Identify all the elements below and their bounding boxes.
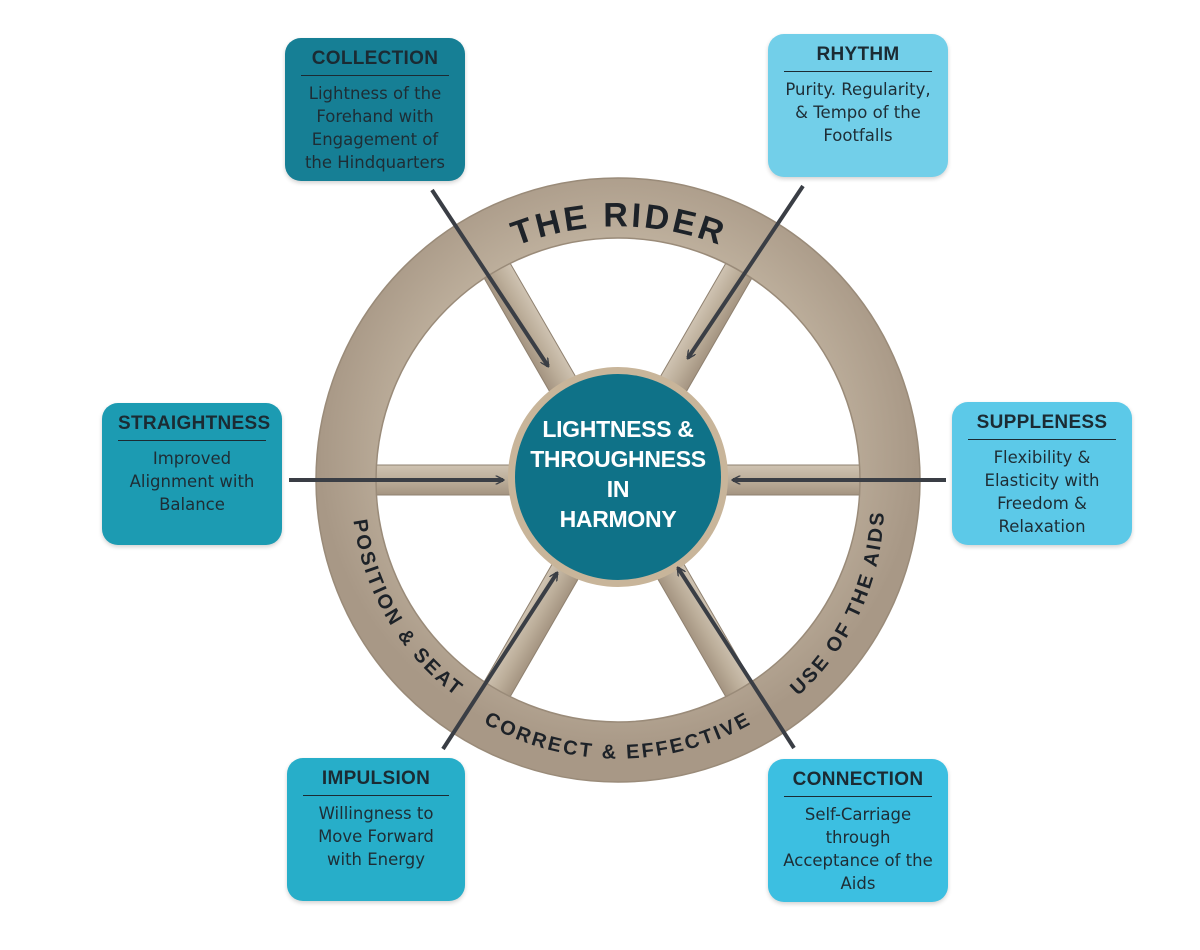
- box-description: Improved Alignment with Balance: [114, 447, 270, 516]
- box-description: Self-Carriage through Acceptance of the …: [780, 803, 936, 895]
- box-description: Willingness to Move Forward with Energy: [299, 802, 453, 871]
- desc-line: Purity. Regularity,: [785, 80, 931, 99]
- box-description: Lightness of the Forehand with Engagemen…: [297, 82, 453, 174]
- desc-line: with Energy: [326, 850, 426, 869]
- box-title: COLLECTION: [301, 48, 449, 76]
- desc-line: Relaxation: [998, 517, 1086, 536]
- box-title: RHYTHM: [784, 44, 932, 72]
- box-title: SUPPLENESS: [968, 412, 1116, 440]
- hub-line: LIGHTNESS &: [542, 416, 694, 442]
- hub-line: THROUGHNESS: [530, 446, 706, 472]
- box-suppleness: SUPPLENESS Flexibility & Elasticity with…: [952, 402, 1132, 545]
- hub-label: LIGHTNESS & THROUGHNESS IN HARMONY: [508, 414, 728, 534]
- desc-line: Aids: [840, 874, 876, 893]
- desc-line: Acceptance of the: [783, 851, 933, 870]
- box-title: STRAIGHTNESS: [118, 413, 270, 441]
- arrow-collection: [430, 188, 550, 366]
- hub-line: IN: [606, 476, 630, 502]
- box-rhythm: RHYTHM Purity. Regularity, & Tempo of th…: [768, 34, 948, 177]
- box-straightness: STRAIGHTNESS Improved Alignment with Bal…: [102, 403, 282, 545]
- box-collection: COLLECTION Lightness of the Forehand wit…: [285, 38, 465, 181]
- box-impulsion: IMPULSION Willingness to Move Forward wi…: [287, 758, 465, 901]
- desc-line: Willingness to: [318, 804, 434, 823]
- desc-line: Improved: [152, 449, 232, 468]
- desc-line: Move Forward: [318, 827, 434, 846]
- desc-line: Footfalls: [823, 126, 893, 145]
- desc-line: Alignment with: [129, 472, 255, 491]
- arrow-rhythm: [688, 184, 805, 358]
- box-connection: CONNECTION Self-Carriage through Accepta…: [768, 759, 948, 902]
- desc-line: Balance: [159, 495, 225, 514]
- desc-line: the Hindquarters: [304, 153, 446, 172]
- arrow-impulsion: [441, 573, 559, 751]
- box-title: CONNECTION: [784, 769, 932, 797]
- box-description: Flexibility & Elasticity with Freedom & …: [964, 446, 1120, 538]
- desc-line: Freedom &: [997, 494, 1087, 513]
- box-description: Purity. Regularity, & Tempo of the Footf…: [780, 78, 936, 147]
- hub-center: [515, 374, 721, 580]
- desc-line: Lightness of the: [308, 84, 442, 103]
- arrows: [289, 184, 946, 751]
- desc-line: & Tempo of the: [795, 103, 921, 122]
- box-title: IMPULSION: [303, 768, 449, 796]
- desc-line: through: [825, 828, 891, 847]
- desc-line: Engagement of: [311, 130, 439, 149]
- arrow-connection: [676, 568, 796, 750]
- desc-line: Flexibility &: [993, 448, 1091, 467]
- desc-line: Self-Carriage: [804, 805, 912, 824]
- hub-line: HARMONY: [559, 506, 677, 532]
- desc-line: Forehand with: [316, 107, 434, 126]
- desc-line: Elasticity with: [984, 471, 1100, 490]
